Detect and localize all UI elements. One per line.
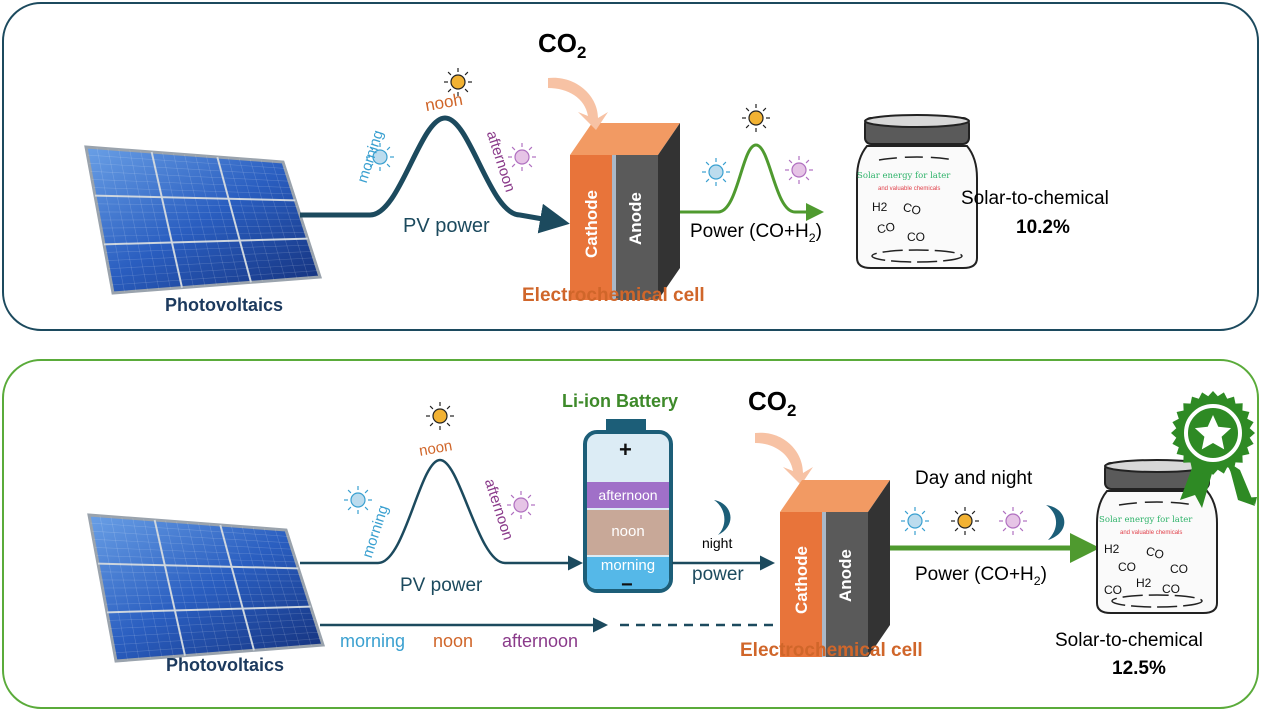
- jar-icon: [1096, 459, 1218, 614]
- noon-sun-icon: [444, 68, 472, 96]
- co2-arrow: [548, 77, 608, 130]
- power-label: power: [692, 564, 744, 585]
- direct-noon-label: noon: [433, 631, 474, 651]
- efficiency-label: Solar-to-chemical: [961, 188, 1109, 209]
- morning-sun-icon: [901, 507, 929, 535]
- bottom-panel-border: [2, 359, 1259, 709]
- afternoon-sun-icon: [785, 156, 813, 184]
- molecule: H2: [1136, 576, 1152, 590]
- noon-sun-icon: [951, 507, 979, 535]
- efficiency-value: 10.2%: [1016, 217, 1070, 238]
- noon-sun-icon: [742, 104, 770, 132]
- battery-icon: [583, 419, 673, 593]
- afternoon-sun-icon: [999, 507, 1027, 535]
- co2-arrow: [755, 432, 813, 485]
- electrochemical-cell-label: Electrochemical cell: [740, 640, 923, 661]
- noon-sun-icon: [426, 402, 454, 430]
- molecule: CO: [1104, 583, 1122, 597]
- power-co-h2-label: Power (CO+H2): [690, 221, 822, 245]
- molecule: H2: [872, 200, 888, 214]
- solar-panel: [84, 145, 323, 295]
- morning-sun-icon: [344, 486, 372, 514]
- pv-power-label: PV power: [403, 215, 490, 237]
- anode-label: Anode: [836, 549, 855, 602]
- cathode-label: Cathode: [582, 190, 601, 258]
- day-and-night-label: Day and night: [915, 468, 1033, 489]
- cathode-label: Cathode: [792, 546, 811, 614]
- photovoltaics-label: Photovoltaics: [165, 295, 284, 315]
- morning-sun-icon: [366, 143, 394, 171]
- night-label: night: [702, 535, 733, 551]
- battery-title: Li-ion Battery: [562, 391, 679, 411]
- electrochemical-cell: [780, 480, 890, 657]
- afternoon-sun-icon: [508, 143, 536, 171]
- pv-power-curve: [300, 115, 570, 234]
- battery-segment-afternoon: afternoon: [598, 487, 658, 503]
- moon-icon: [1046, 505, 1065, 540]
- jar-subtitle: and valuable chemicals: [878, 186, 941, 192]
- pv-power-curve: [300, 458, 583, 571]
- battery-plus: +: [619, 437, 632, 462]
- efficiency-label: Solar-to-chemical: [1055, 630, 1203, 651]
- battery-minus: −: [621, 574, 633, 596]
- solar-panel: [87, 513, 326, 663]
- power-co-h2-label: Power (CO+H2): [915, 564, 1047, 588]
- battery-segment-morning: morning: [600, 557, 656, 574]
- direct-afternoon-label: afternoon: [502, 631, 579, 651]
- award-ribbon-icon: [1171, 391, 1257, 508]
- molecule: CO: [1170, 562, 1188, 576]
- moon-icon: [714, 500, 731, 535]
- jar-title: Solar energy for later: [1099, 515, 1193, 525]
- photovoltaics-label: Photovoltaics: [166, 655, 285, 675]
- product-power-curve: [680, 143, 824, 221]
- jar-title: Solar energy for later: [857, 171, 951, 181]
- molecule: CO: [907, 230, 925, 244]
- molecule: CO: [875, 219, 897, 237]
- electrochemical-cell: [570, 123, 680, 300]
- morning-sun-icon: [702, 158, 730, 186]
- jar-subtitle: and valuable chemicals: [1120, 530, 1183, 536]
- molecule: H2: [1104, 542, 1120, 556]
- anode-label: Anode: [626, 192, 645, 245]
- pv-power-label: PV power: [400, 575, 483, 596]
- molecule: CO: [1162, 582, 1180, 596]
- co2-label: CO2: [748, 386, 797, 421]
- battery-segment-noon: noon: [611, 523, 645, 540]
- co2-label: CO2: [538, 28, 587, 63]
- direct-morning-label: morning: [340, 631, 406, 651]
- electrochemical-cell-label: Electrochemical cell: [522, 285, 705, 306]
- afternoon-sun-icon: [507, 491, 535, 519]
- top-panel-border: [2, 2, 1259, 331]
- jar-icon: [856, 114, 978, 269]
- efficiency-value: 12.5%: [1112, 658, 1166, 679]
- molecule: CO: [1118, 560, 1136, 574]
